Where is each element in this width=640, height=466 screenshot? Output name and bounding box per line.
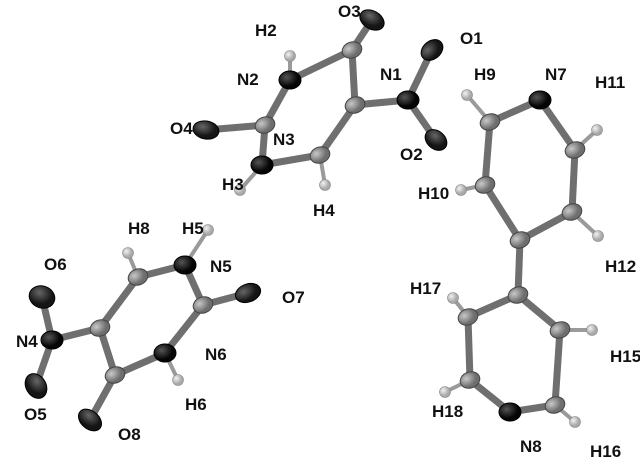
nitrogen-atom [250, 155, 274, 175]
atom-label-h8: H8 [128, 219, 150, 238]
nitrogen-atom [396, 90, 420, 110]
atom-label-h15: H15 [610, 347, 640, 366]
atom-label-o1: O1 [460, 29, 483, 48]
oxygen-atom [28, 285, 56, 309]
hydrogen-atom [586, 324, 598, 336]
atom-label-o3: O3 [338, 2, 361, 21]
oxygen-atom [24, 373, 48, 399]
carbon-atom [544, 396, 566, 414]
hydrogen-atom [455, 184, 467, 196]
atom-label-n2: N2 [237, 70, 259, 89]
oxygen-atom [192, 120, 220, 140]
atom-label-n5: N5 [210, 257, 232, 276]
oxygen-atom [234, 282, 262, 304]
oxygen-atom [424, 129, 448, 151]
bond-C15-C16 [551, 326, 564, 409]
atom-label-h6: H6 [185, 395, 207, 414]
atom-label-h16: H16 [590, 442, 621, 461]
bond-C13-C14 [514, 236, 524, 299]
bond-C11-C12 [568, 146, 579, 216]
atom-label-h17: H17 [410, 279, 441, 298]
atom-label-h4: H4 [313, 201, 335, 220]
nitrogen-atom [278, 70, 302, 90]
nitrogen-atom [153, 343, 177, 363]
nitrogen-atom [498, 402, 522, 422]
atom-label-o6: O6 [44, 255, 67, 274]
oxygen-atom [420, 39, 444, 61]
bond-C5-C1 [348, 46, 359, 109]
hydrogen-atom [202, 224, 214, 236]
carbon-atom [509, 231, 531, 249]
hydrogen-atom [592, 230, 604, 242]
carbon-atom [457, 308, 479, 326]
atom-label-n7: N7 [545, 65, 567, 84]
hydrogen-atom [461, 89, 473, 101]
atom-label-h12: H12 [605, 257, 636, 276]
atom-label-h11: H11 [595, 73, 625, 92]
atom-label-o8: O8 [118, 425, 141, 444]
nitrogen-atom [528, 90, 552, 110]
atom-label-h9: H9 [474, 65, 496, 84]
carbon-atom [341, 41, 363, 59]
carbon-atom [474, 176, 496, 194]
atom-label-o7: O7 [282, 288, 305, 307]
oxygen-atom [77, 408, 103, 432]
atom-label-o4: O4 [170, 119, 193, 138]
bond-C1-N2 [286, 46, 356, 84]
atom-label-n4: N4 [16, 332, 38, 351]
carbon-atom [309, 146, 331, 164]
atom-label-n1: N1 [380, 65, 402, 84]
nitrogen-atom [173, 255, 197, 275]
bond-C4-C8 [96, 273, 142, 332]
hydrogen-atom [591, 124, 603, 136]
carbon-atom [549, 321, 571, 339]
carbon-atom [561, 203, 583, 221]
carbon-atom [192, 296, 214, 314]
carbon-atom [254, 116, 276, 134]
bond-C7-N6 [161, 301, 207, 357]
oxygen-atom [359, 9, 385, 31]
atom-label-o2: O2 [400, 145, 423, 164]
bond-C10-C13 [481, 181, 524, 244]
carbon-atom [564, 141, 586, 159]
atom-label-n3: N3 [273, 130, 295, 149]
atom-label-h3: H3 [222, 175, 244, 194]
carbon-atom [507, 286, 529, 304]
atom-label-h5: H5 [182, 219, 204, 238]
hydrogen-atom [284, 50, 296, 62]
atom-label-h10: H10 [418, 184, 449, 203]
hydrogen-atom [172, 374, 184, 386]
carbon-atom [89, 319, 111, 337]
carbon-atom [127, 268, 149, 286]
atom-label-h18: H18 [432, 402, 463, 421]
bond-C14-C15 [514, 291, 564, 334]
carbon-atom [104, 366, 126, 384]
hydrogen-atom [122, 247, 134, 259]
bond-C6-C5 [316, 101, 359, 159]
hydrogen-atom [569, 416, 581, 428]
atom-label-o5: O5 [24, 405, 47, 424]
atom-label-n6: N6 [205, 345, 227, 364]
atom-label-h2: H2 [255, 21, 277, 40]
bond-C9-C10 [481, 118, 494, 189]
atom-label-n8: N8 [520, 437, 542, 456]
bond-N7-C11 [536, 96, 579, 154]
hydrogen-atom [319, 179, 331, 191]
carbon-atom [459, 371, 481, 389]
hydrogen-atom [447, 292, 459, 304]
nitrogen-atom [40, 330, 64, 350]
carbon-atom [344, 96, 366, 114]
bond-C17-C18 [464, 313, 474, 384]
carbon-atom [479, 113, 501, 131]
hydrogen-atom [439, 386, 451, 398]
hydrogen-atom [234, 184, 246, 196]
